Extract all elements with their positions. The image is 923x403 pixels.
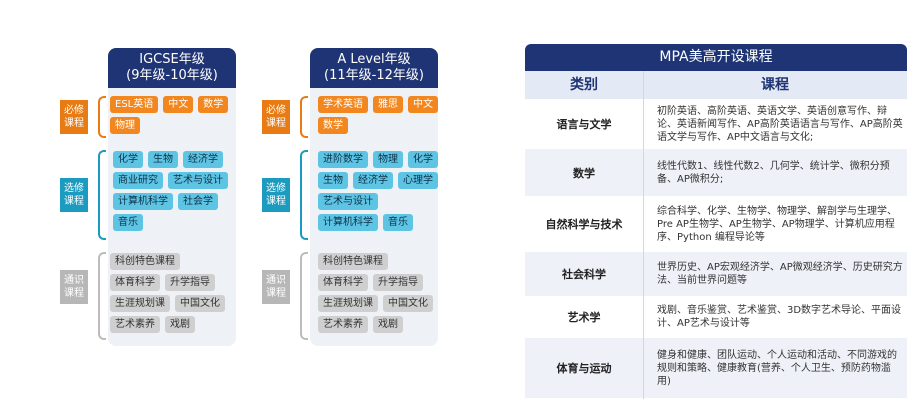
- row-courses: 线性代数1、线性代数2、几何学、统计学、微积分预备、AP微积分;: [657, 160, 890, 185]
- alevel-general-tag: 生涯规划课: [318, 295, 378, 312]
- alevel-elective-tag: 物理: [373, 151, 403, 168]
- igcse-required-brace: [98, 96, 106, 138]
- igcse-elective-tag: 社会学: [178, 193, 218, 210]
- table-row: 数学 线性代数1、线性代数2、几何学、统计学、微积分预备、AP微积分;: [525, 149, 907, 196]
- igcse-general-tag: 戏剧: [165, 316, 195, 333]
- igcse-required-tag: 数学: [198, 96, 229, 113]
- igcse-elective-tag: 计算机科学: [113, 193, 173, 210]
- row-courses: 综合科学、化学、生物学、物理学、解剖学与生理学、Pre AP生物学、AP生物学、…: [657, 205, 897, 243]
- igcse-grade-range: (9年级-10年级): [126, 68, 218, 83]
- alevel-required-tag: 雅思: [373, 96, 403, 113]
- igcse-general-label: 通识课程: [60, 270, 88, 304]
- igcse-elective-tag: 生物: [148, 151, 178, 168]
- alevel-elective-tag: 音乐: [383, 214, 413, 231]
- alevel-general-tag: 体育科学: [318, 274, 368, 291]
- row-category: 社会科学: [562, 268, 606, 281]
- igcse-elective-brace: [98, 150, 106, 240]
- igcse-general-tag: 艺术素养: [110, 316, 160, 333]
- igcse-general-tag: 升学指导: [165, 274, 215, 291]
- row-courses: 健身和健康、团队运动、个人运动和活动、不同游戏的规则和策略、健康教育(营养、个人…: [657, 349, 897, 387]
- igcse-general-tag: 中国文化: [175, 295, 225, 312]
- mpa-table-title: MPA美高开设课程: [525, 44, 907, 71]
- igcse-general-brace: [98, 252, 106, 340]
- igcse-elective-tag: 经济学: [183, 151, 223, 168]
- igcse-elective-tag: 艺术与设计: [168, 172, 228, 189]
- row-courses: 初阶英语、高阶英语、英语文学、英语创意写作、辩论、英语新闻写作、AP高阶英语语言…: [657, 105, 903, 143]
- alevel-elective-tag: 化学: [408, 151, 438, 168]
- row-courses: 世界历史、AP宏观经济学、AP微观经济学、历史研究方法、当前世界问题等: [657, 262, 903, 286]
- igcse-required-tag: 中文: [163, 96, 194, 113]
- table-row: 社会科学 世界历史、AP宏观经济学、AP微观经济学、历史研究方法、当前世界问题等: [525, 252, 907, 296]
- igcse-general-tags: 科创特色课程体育科学升学指导生涯规划课中国文化艺术素养戏剧: [110, 253, 234, 333]
- alevel-elective-tag: 经济学: [353, 172, 393, 189]
- alevel-general-label: 通识课程: [262, 270, 290, 304]
- igcse-general-tag: 生涯规划课: [110, 295, 170, 312]
- alevel-required-tags: 学术英语雅思中文数学: [318, 96, 442, 134]
- alevel-elective-tag: 进阶数学: [318, 151, 368, 168]
- igcse-card-header: IGCSE年级 (9年级-10年级): [108, 48, 236, 88]
- alevel-required-brace: [300, 96, 308, 138]
- igcse-title: IGCSE年级: [139, 52, 205, 67]
- row-category: 语言与文学: [556, 118, 612, 131]
- alevel-elective-tag: 心理学: [398, 172, 438, 189]
- header-category: 类别: [570, 77, 598, 93]
- igcse-elective-tag: 化学: [113, 151, 143, 168]
- igcse-required-tag: 物理: [110, 117, 140, 134]
- igcse-elective-tag: 商业研究: [113, 172, 163, 189]
- alevel-general-tag: 升学指导: [373, 274, 423, 291]
- alevel-elective-brace: [300, 150, 308, 240]
- alevel-required-tag: 学术英语: [318, 96, 368, 113]
- table-row: 体育与运动 健身和健康、团队运动、个人运动和活动、不同游戏的规则和策略、健康教育(…: [525, 338, 907, 398]
- alevel-general-tags: 科创特色课程体育科学升学指导生涯规划课中国文化艺术素养戏剧: [318, 253, 442, 333]
- alevel-elective-label: 选修课程: [262, 178, 290, 212]
- table-row: 语言与文学 初阶英语、高阶英语、英语文学、英语创意写作、辩论、英语新闻写作、AP高…: [525, 99, 907, 149]
- alevel-grade-range: (11年级-12年级): [324, 68, 424, 83]
- column-divider: [643, 71, 644, 399]
- igcse-general-tag: 科创特色课程: [110, 253, 180, 270]
- igcse-elective-tag: 音乐: [113, 214, 143, 231]
- alevel-general-tag: 中国文化: [383, 295, 433, 312]
- igcse-elective-tags: 化学生物经济学商业研究艺术与设计计算机科学社会学音乐: [113, 151, 237, 231]
- mpa-table-header: 类别 课程: [525, 71, 907, 99]
- alevel-card-header: A Level年级 (11年级-12年级): [310, 48, 438, 88]
- table-row: 艺术学 戏剧、音乐鉴赏、艺术鉴赏、3D数字艺术导论、平面设计、AP艺术与设计等: [525, 296, 907, 338]
- header-course: 课程: [761, 77, 789, 93]
- alevel-elective-tag: 艺术与设计: [318, 193, 378, 210]
- alevel-elective-tag: 计算机科学: [318, 214, 378, 231]
- igcse-general-tag: 体育科学: [110, 274, 160, 291]
- igcse-required-tags: ESL英语中文数学物理: [110, 96, 234, 134]
- alevel-general-brace: [300, 252, 308, 340]
- igcse-elective-label: 选修课程: [60, 178, 88, 212]
- alevel-required-tag: 数学: [318, 117, 348, 134]
- row-category: 艺术学: [567, 311, 601, 324]
- alevel-general-tag: 科创特色课程: [318, 253, 388, 270]
- alevel-general-tag: 艺术素养: [318, 316, 368, 333]
- row-category: 自然科学与技术: [545, 218, 623, 231]
- alevel-required-tag: 中文: [408, 96, 438, 113]
- alevel-elective-tag: 生物: [318, 172, 348, 189]
- table-row: 自然科学与技术 综合科学、化学、生物学、物理学、解剖学与生理学、Pre AP生物学…: [525, 196, 907, 252]
- row-category: 数学: [573, 166, 595, 180]
- row-courses: 戏剧、音乐鉴赏、艺术鉴赏、3D数字艺术导论、平面设计、AP艺术与设计等: [657, 305, 902, 329]
- alevel-elective-tags: 进阶数学物理化学生物经济学心理学艺术与设计计算机科学音乐: [318, 151, 442, 231]
- igcse-required-label: 必修课程: [60, 100, 88, 134]
- alevel-title: A Level年级: [337, 52, 411, 67]
- igcse-required-tag: ESL英语: [110, 96, 159, 113]
- row-category: 体育与运动: [556, 362, 612, 375]
- alevel-required-label: 必修课程: [262, 100, 290, 134]
- alevel-general-tag: 戏剧: [373, 316, 403, 333]
